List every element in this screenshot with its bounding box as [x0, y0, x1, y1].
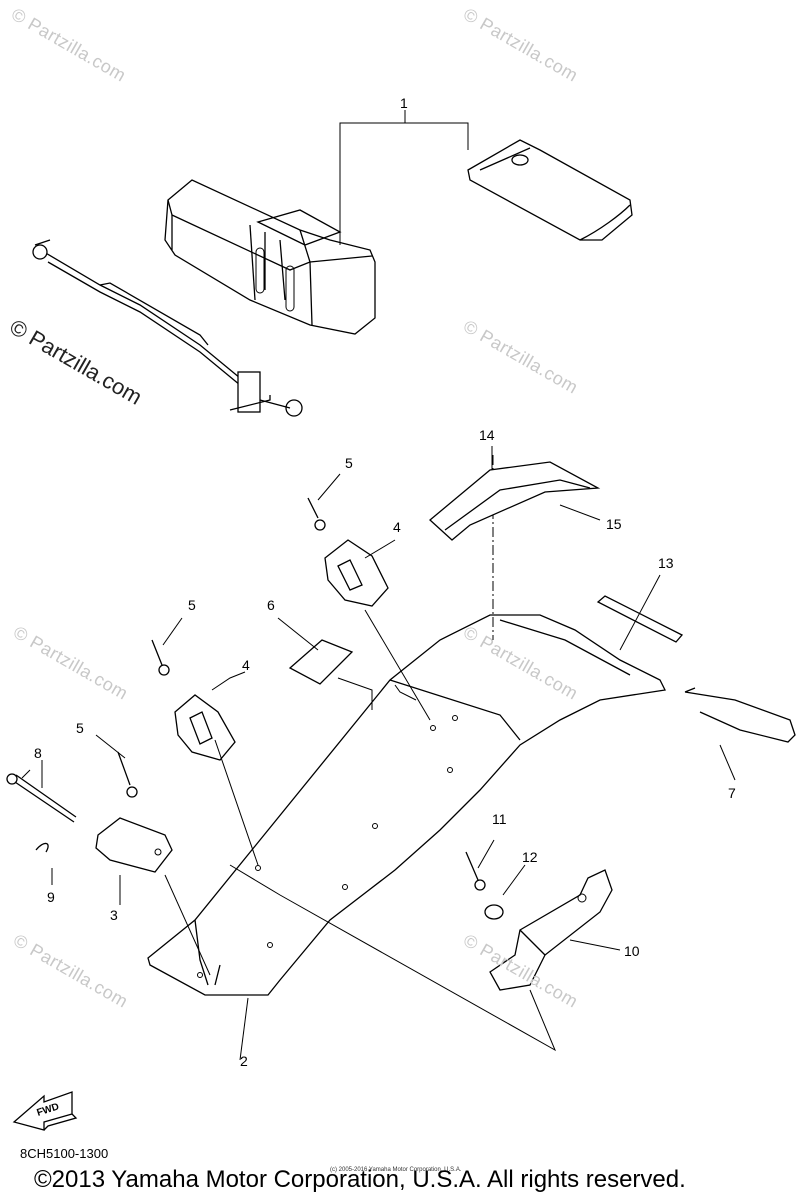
part-code: 8CH5100-1300 — [20, 1146, 109, 1161]
screw-lower-head — [126, 786, 138, 798]
callout-5-lower: 5 — [76, 720, 84, 736]
screw-upper — [307, 497, 319, 519]
callout-15: 15 — [606, 516, 622, 532]
callout-5-mid: 5 — [188, 597, 196, 613]
callout-9: 9 — [47, 889, 55, 905]
cable-lock — [32, 239, 303, 417]
pin-head — [6, 773, 18, 785]
callout-1: 1 — [400, 95, 408, 111]
hinge-bracket — [95, 817, 173, 873]
screw-lower — [117, 751, 131, 786]
bolt — [465, 851, 479, 881]
callout-10: 10 — [624, 943, 640, 959]
callout-11: 11 — [492, 811, 507, 827]
pin — [11, 774, 77, 823]
leader-lines — [21, 446, 736, 1061]
callout-4-lower: 4 — [242, 657, 250, 673]
bracket-upper — [324, 539, 389, 607]
callout-12: 12 — [522, 849, 538, 865]
copyright: ©2013 Yamaha Motor Corporation, U.S.A. A… — [34, 1166, 686, 1193]
screw-mid — [151, 639, 163, 666]
tool-bracket — [489, 869, 613, 991]
bracket-lower — [174, 694, 236, 761]
cotter-clip — [35, 842, 49, 853]
rear-fender — [147, 455, 666, 996]
callout-6: 6 — [267, 597, 275, 613]
fwd-arrow-icon — [12, 1091, 78, 1131]
callout-5-upper: 5 — [345, 455, 353, 471]
callout-7: 7 — [728, 785, 736, 801]
screw-mid-head — [158, 664, 170, 676]
caution-label — [288, 639, 354, 685]
callout-14: 14 — [479, 427, 495, 443]
mini-copyright: (c) 2005-2016 Yamaha Motor Corporation, … — [330, 1167, 462, 1173]
tool-pouch — [467, 139, 633, 241]
callout-13: 13 — [658, 555, 674, 571]
screw-upper-head — [314, 519, 326, 531]
cushion-strip — [596, 595, 684, 643]
tool-bag — [164, 179, 376, 335]
lock-hook — [684, 687, 796, 743]
callout-4-upper: 4 — [393, 519, 401, 535]
leader-1 — [339, 110, 469, 245]
callout-2: 2 — [240, 1053, 248, 1069]
emblem-strip — [429, 461, 601, 541]
callout-3: 3 — [110, 907, 118, 923]
bolt-head — [474, 879, 486, 891]
grommet — [484, 904, 504, 920]
callout-8: 8 — [34, 745, 42, 761]
